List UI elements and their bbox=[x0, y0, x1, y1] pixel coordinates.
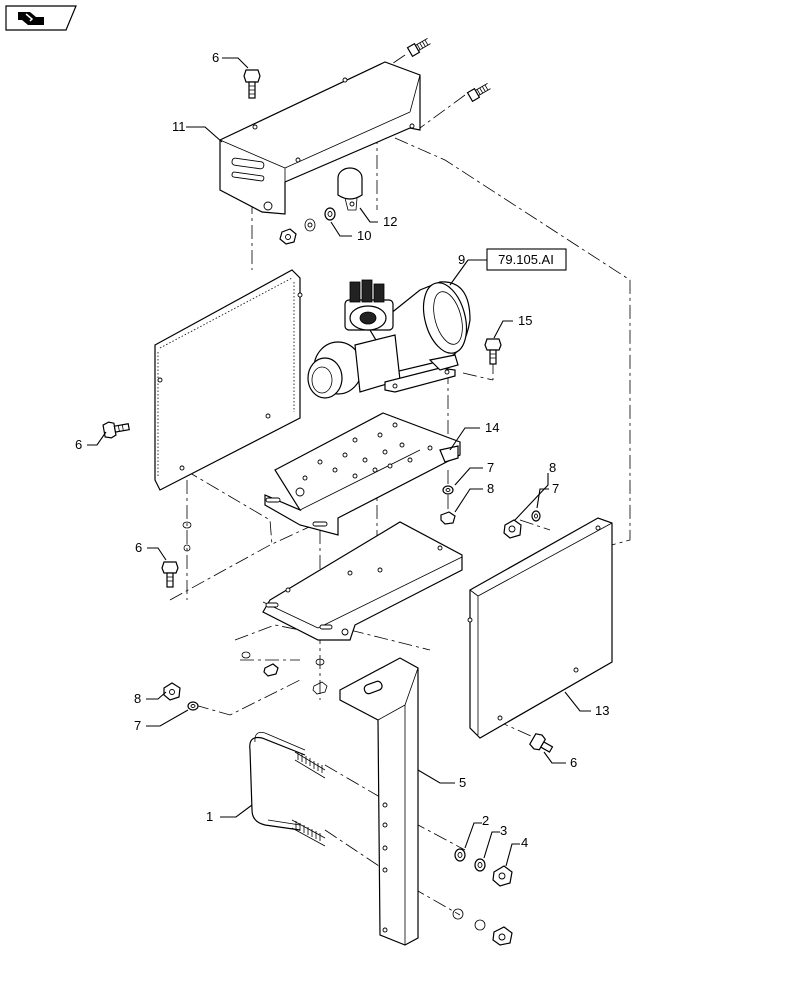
callout-15: 15 bbox=[518, 313, 532, 328]
electrical-cover bbox=[154, 269, 303, 491]
callout-8: 8 bbox=[549, 460, 556, 475]
callout-3: 3 bbox=[500, 823, 507, 838]
callout-labels: 6 11 12 10 9 15 6 14 7 8 8 7 6 8 7 13 6 … bbox=[75, 50, 609, 850]
callout-leaders bbox=[87, 57, 591, 867]
callout-8: 8 bbox=[487, 481, 494, 496]
callout-6: 6 bbox=[135, 540, 142, 555]
top-bolts bbox=[243, 38, 491, 103]
callout-7: 7 bbox=[552, 481, 559, 496]
side-panel bbox=[467, 517, 613, 739]
callout-9: 9 bbox=[458, 252, 465, 267]
compressor-mount-plate bbox=[264, 412, 461, 536]
callout-2: 2 bbox=[482, 813, 489, 828]
reference-box-label: 79.105.AI bbox=[498, 252, 554, 267]
panel-fasteners bbox=[503, 510, 541, 539]
callout-6: 6 bbox=[570, 755, 577, 770]
bolt-15 bbox=[484, 338, 502, 365]
base-fasteners bbox=[241, 651, 328, 695]
callout-6: 6 bbox=[75, 437, 82, 452]
washer-nut-14 bbox=[440, 485, 456, 525]
callout-12: 12 bbox=[383, 214, 397, 229]
bolt-6-midleft bbox=[161, 561, 179, 588]
callout-5: 5 bbox=[459, 775, 466, 790]
cover-fasteners bbox=[182, 521, 192, 552]
lower-left-fasteners bbox=[163, 682, 199, 711]
reference-box[interactable]: 79.105.AI bbox=[486, 248, 567, 271]
air-compressor bbox=[307, 279, 471, 399]
washer-nut-10 bbox=[279, 207, 336, 245]
callout-7: 7 bbox=[487, 460, 494, 475]
bolt-6-left bbox=[102, 421, 130, 439]
mounting-post bbox=[339, 657, 419, 946]
callout-4: 4 bbox=[521, 835, 528, 850]
callout-10: 10 bbox=[357, 228, 371, 243]
callout-13: 13 bbox=[595, 703, 609, 718]
hose-clamp bbox=[337, 167, 363, 211]
base-plate bbox=[262, 521, 463, 641]
callout-1: 1 bbox=[206, 809, 213, 824]
post-fasteners bbox=[452, 848, 513, 946]
u-bolt bbox=[249, 732, 326, 847]
bolt-6-panel bbox=[529, 733, 554, 753]
callout-11: 11 bbox=[172, 119, 186, 134]
top-mounting-bracket bbox=[219, 61, 421, 215]
callout-8: 8 bbox=[134, 691, 141, 706]
callout-7: 7 bbox=[134, 718, 141, 733]
callout-6: 6 bbox=[212, 50, 219, 65]
page-turn-icon[interactable] bbox=[5, 5, 77, 31]
callout-14: 14 bbox=[485, 420, 499, 435]
